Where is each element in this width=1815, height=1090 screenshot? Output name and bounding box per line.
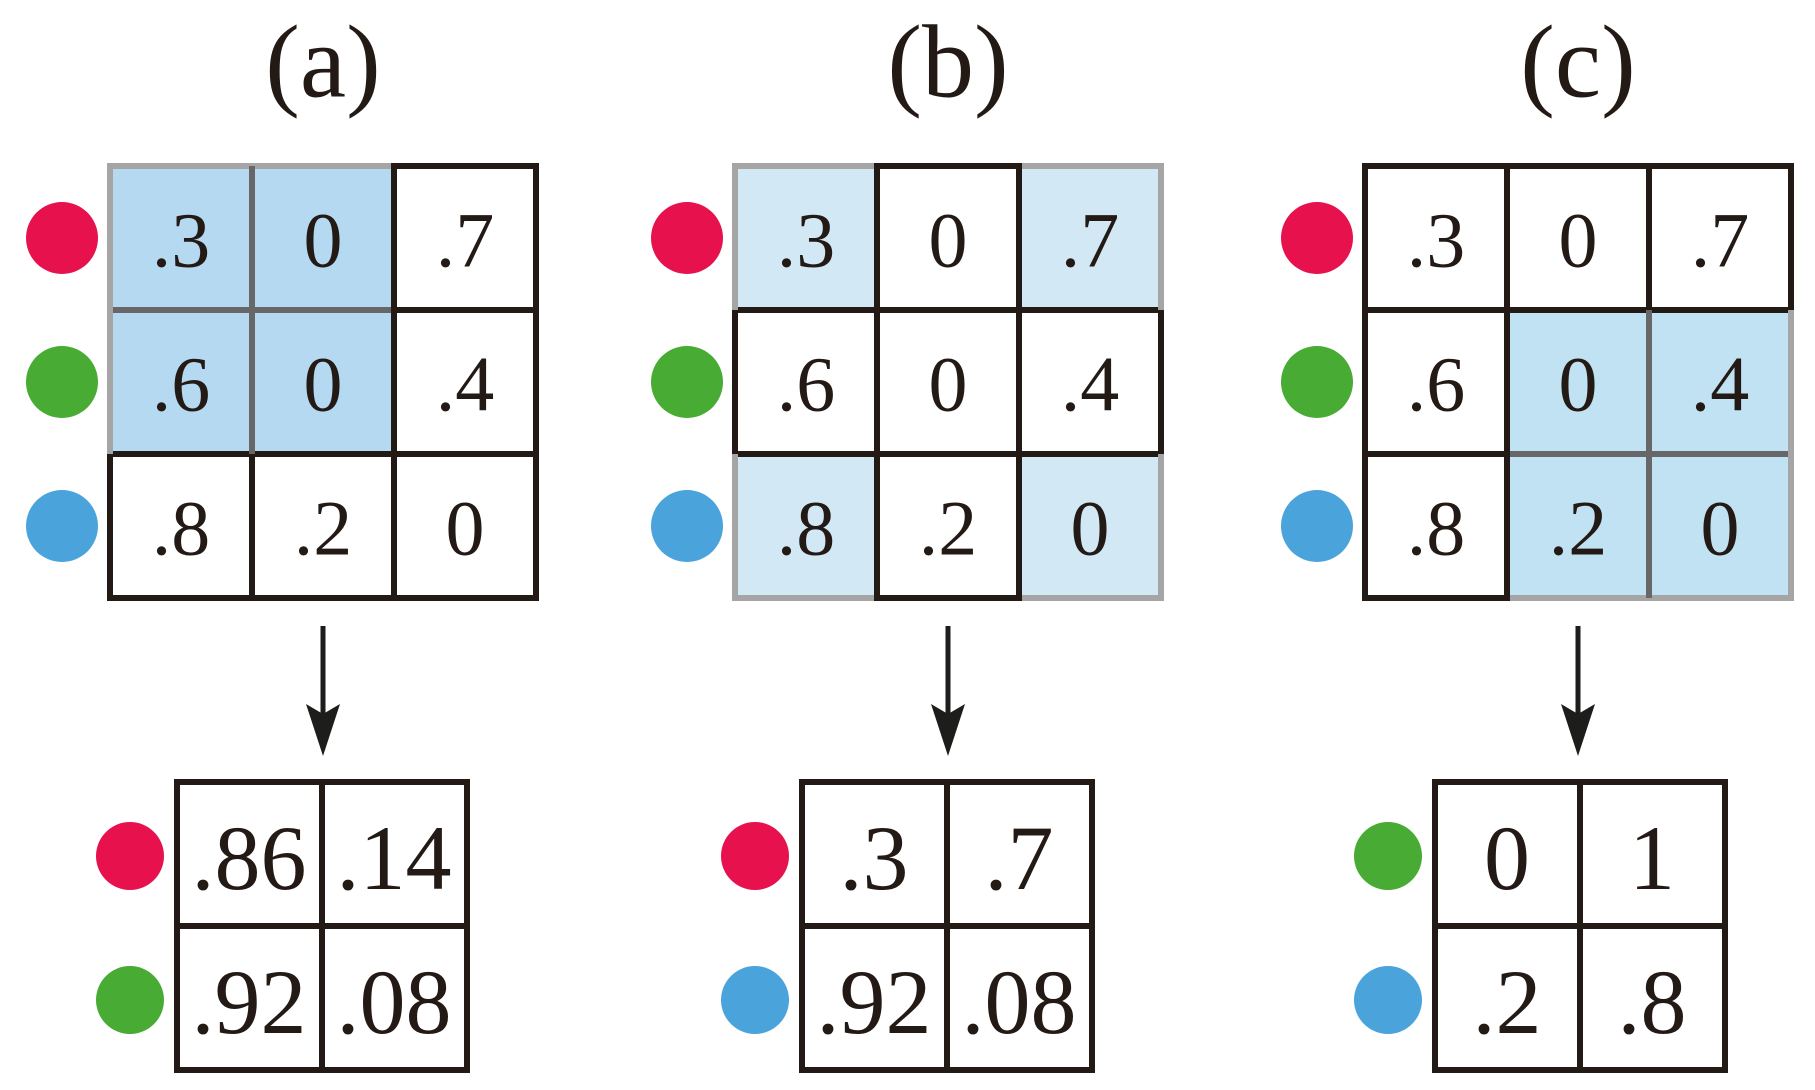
matrix-cell-value: .8 <box>1618 951 1687 1053</box>
matrix-cell-value: 0 <box>446 485 485 572</box>
matrix-cell-value: .6 <box>777 341 836 428</box>
highlight-region <box>1019 166 1161 310</box>
matrix-cell-value: .7 <box>985 807 1054 909</box>
red-dot <box>1281 202 1353 274</box>
matrix-cell-value: .92 <box>192 951 307 1053</box>
blue-dot <box>721 966 789 1034</box>
matrix-cell-value: .14 <box>337 807 452 909</box>
blue-dot <box>651 490 723 562</box>
bottom-matrix-grid <box>177 782 467 1070</box>
bottom-matrix-values: .3 .7 .92 .08 <box>817 807 1077 1053</box>
bottom-matrix-values: .86 .14 .92 .08 <box>192 807 452 1053</box>
matrix-cell-value: .7 <box>1691 197 1750 284</box>
matrix-cell-value: 0 <box>304 341 343 428</box>
top-matrix-values: .3 0 .7 .6 0 .4 .8 .2 0 <box>777 197 1120 572</box>
down-arrow-icon <box>1561 626 1595 756</box>
matrix-cell-value: .6 <box>1407 341 1466 428</box>
panel-c: (c) .3 0 .7 .6 0 .4 .8 .2 <box>1281 5 1794 1073</box>
matrix-cell-value: .2 <box>294 485 353 572</box>
red-dot <box>651 202 723 274</box>
bottom-matrix-grid <box>1435 782 1725 1070</box>
arrow-head <box>1561 704 1595 756</box>
matrix-cell-value: .08 <box>962 951 1077 1053</box>
panel-label: (a) <box>265 5 380 120</box>
matrix-cell-value: .7 <box>436 197 495 284</box>
top-matrix-values: .3 0 .7 .6 0 .4 .8 .2 0 <box>1407 197 1750 572</box>
red-dot <box>721 822 789 890</box>
panel-label: (b) <box>887 5 1008 120</box>
matrix-cell-value: .3 <box>840 807 909 909</box>
green-dot <box>1354 822 1422 890</box>
highlight-region <box>1019 454 1161 598</box>
matrix-cell-value: .08 <box>337 951 452 1053</box>
blue-dot <box>1281 490 1353 562</box>
bottom-matrix-values: 0 1 .2 .8 <box>1473 807 1687 1053</box>
matrix-cell-value: .4 <box>436 341 495 428</box>
highlight-region <box>735 454 877 598</box>
top-matrix-values: .3 0 .7 .6 0 .4 .8 .2 0 <box>152 197 495 572</box>
matrix-cell-value: .4 <box>1691 341 1750 428</box>
matrix-cell-value: .86 <box>192 807 307 909</box>
matrix-cell-value: 0 <box>1484 807 1530 909</box>
green-dot <box>651 346 723 418</box>
arrow-head <box>306 704 340 756</box>
matrix-cell-value: 0 <box>929 341 968 428</box>
panel-label: (c) <box>1520 5 1635 120</box>
matrix-cell-value: 0 <box>1701 485 1740 572</box>
matrix-cell-value: .3 <box>152 197 211 284</box>
blue-dot <box>26 490 98 562</box>
panel-b: (b) .3 0 .7 <box>651 5 1164 1073</box>
arrow-head <box>931 704 965 756</box>
matrix-cell-value: .2 <box>1473 951 1542 1053</box>
matrix-cell-value: 0 <box>1071 485 1110 572</box>
green-dot <box>26 346 98 418</box>
matrix-cell-value: .3 <box>1407 197 1466 284</box>
matrix-cell-value: .8 <box>777 485 836 572</box>
matrix-cell-value: .6 <box>152 341 211 428</box>
green-dot <box>1281 346 1353 418</box>
green-dot <box>96 966 164 1034</box>
matrix-cell-value: 0 <box>1559 341 1598 428</box>
matrix-cell-value: .8 <box>152 485 211 572</box>
matrix-cell-value: .2 <box>1549 485 1608 572</box>
red-dot <box>96 822 164 890</box>
matrix-cell-value: .8 <box>1407 485 1466 572</box>
matrix-cell-value: .3 <box>777 197 836 284</box>
down-arrow-icon <box>931 626 965 756</box>
down-arrow-icon <box>306 626 340 756</box>
matrix-cell-value: 0 <box>1559 197 1598 284</box>
panel-a: (a) .3 0 .7 .6 0 .4 .8 .2 <box>26 5 539 1073</box>
matrix-cell-value: 1 <box>1629 807 1675 909</box>
top-matrix-grid <box>107 163 539 601</box>
matrix-cell-value: 0 <box>304 197 343 284</box>
matrix-cell-value: .2 <box>919 485 978 572</box>
matrix-cell-value: .4 <box>1061 341 1120 428</box>
red-dot <box>26 202 98 274</box>
top-matrix-grid <box>732 163 1164 601</box>
matrix-cell-value: 0 <box>929 197 968 284</box>
top-matrix-grid <box>1362 163 1794 601</box>
matrix-cell-value: .92 <box>817 951 932 1053</box>
matrix-cell-value: .7 <box>1061 197 1120 284</box>
blue-dot <box>1354 966 1422 1034</box>
bottom-matrix-grid <box>802 782 1092 1070</box>
highlight-region <box>735 166 877 310</box>
